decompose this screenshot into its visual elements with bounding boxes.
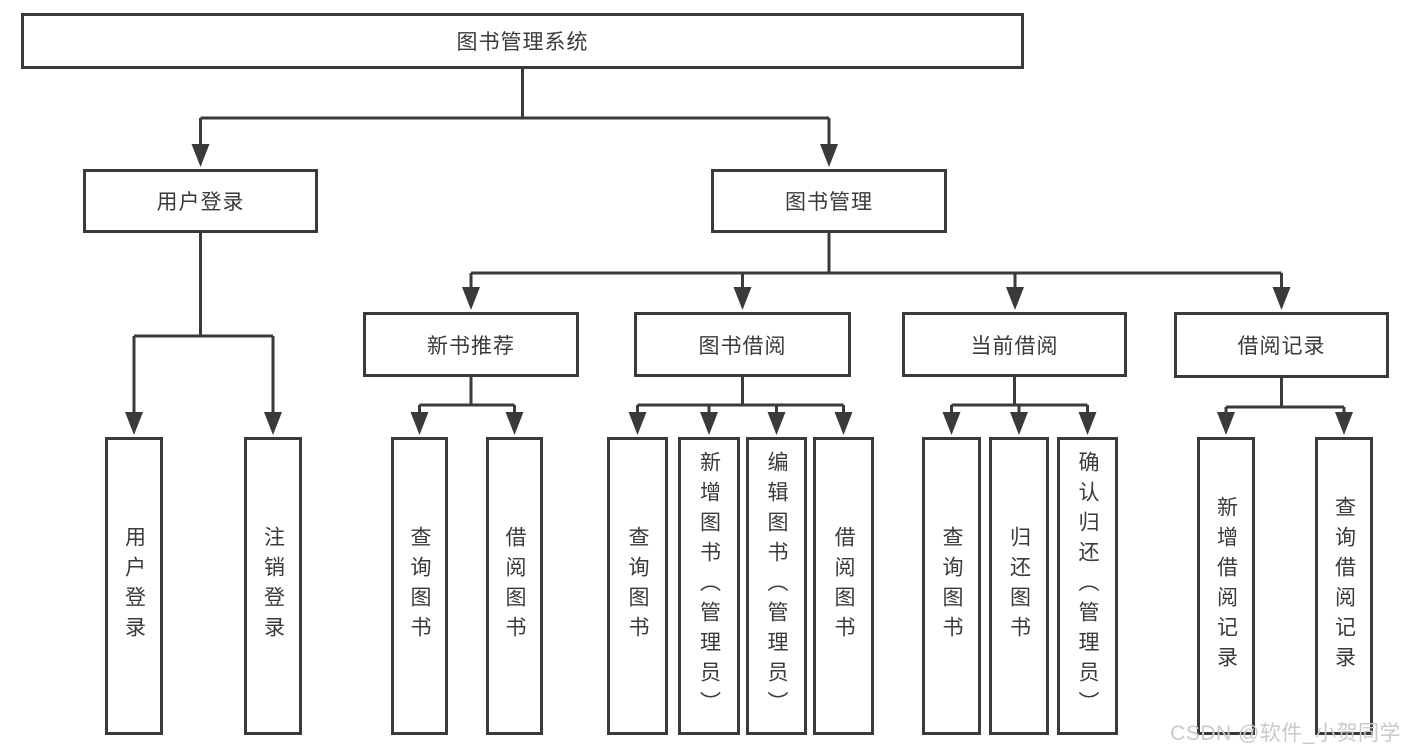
leaf-user-login: 用户登录 <box>105 437 163 735</box>
node-root: 图书管理系统 <box>21 13 1024 69</box>
leaf-newbooks-borrow: 借阅图书 <box>486 437 543 735</box>
leaf-borrow-add-admin: 新增图书（管理员） <box>678 437 740 735</box>
leaf-borrow-edit-admin: 编辑图书（管理员） <box>746 437 807 735</box>
leaf-records-add: 新增借阅记录 <box>1197 437 1255 735</box>
node-book-borrowing: 图书借阅 <box>634 312 851 377</box>
node-user-login: 用户登录 <box>83 169 318 233</box>
leaf-logout: 注销登录 <box>244 437 302 735</box>
arrowheads <box>125 144 1353 435</box>
leaf-current-query: 查询图书 <box>922 437 981 735</box>
node-borrow-records: 借阅记录 <box>1174 312 1389 378</box>
node-current-borrowing: 当前借阅 <box>902 312 1127 377</box>
leaf-current-return: 归还图书 <box>989 437 1049 735</box>
node-book-management: 图书管理 <box>711 169 947 233</box>
leaf-current-confirm-admin: 确认归还（管理员） <box>1057 437 1118 735</box>
node-new-book-recommend: 新书推荐 <box>363 312 579 377</box>
csdn-watermark: CSDN @软件_小贺同学 <box>1170 722 1401 745</box>
leaf-records-query: 查询借阅记录 <box>1315 437 1373 735</box>
leaf-borrow-query: 查询图书 <box>607 437 668 735</box>
leaf-newbooks-query: 查询图书 <box>391 437 448 735</box>
leaf-borrow-borrow: 借阅图书 <box>813 437 874 735</box>
